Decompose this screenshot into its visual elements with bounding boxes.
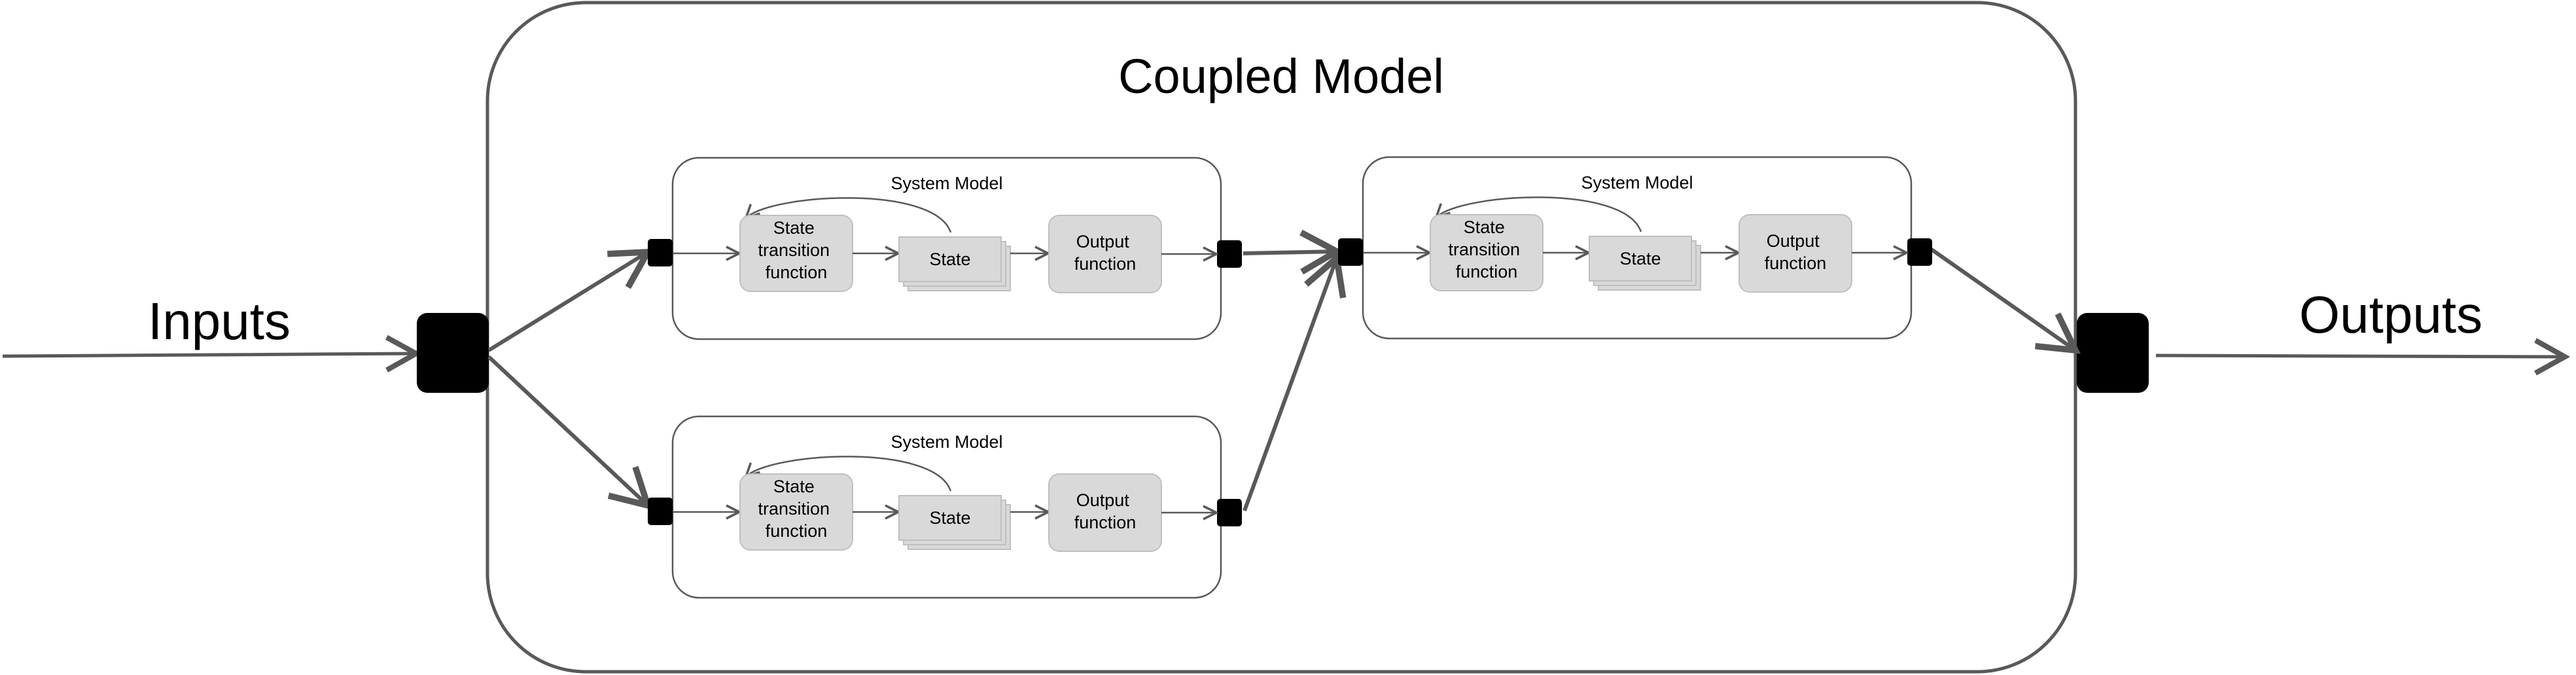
output-function-label: Output function [1074, 232, 1137, 274]
coupling-sm1-to-sm3 [1243, 229, 1343, 275]
feedback-arrow [1436, 196, 1642, 232]
system-model-2: System Model State transition function S… [648, 415, 1242, 599]
coupling-sm2-to-sm3 [1243, 251, 1347, 512]
output-port [1907, 238, 1932, 266]
coupling-in-to-sm1 [487, 248, 654, 352]
system-model-title: System Model [891, 173, 1002, 193]
system-model-1: System Model State transition function S… [648, 156, 1242, 340]
coupling-in-to-sm2 [487, 355, 653, 510]
state-label: State [1619, 249, 1661, 268]
state-label: State [929, 508, 970, 528]
state-transition-label: State transition function [758, 477, 834, 541]
system-model-title: System Model [891, 432, 1002, 452]
state-box [898, 495, 1002, 541]
system-model-title: System Model [1581, 173, 1693, 192]
inputs-arrow [2, 335, 422, 373]
input-port [1338, 238, 1363, 266]
input-port [648, 239, 673, 266]
outputs-arrow [2155, 338, 2571, 376]
input-port [648, 498, 673, 525]
output-port [1217, 499, 1242, 526]
inputs-label: Inputs [148, 292, 291, 350]
system-model-3: System Model State transition function S… [1338, 156, 1932, 340]
coupled-model-title: Coupled Model [1118, 49, 1444, 103]
state-transition-label: State transition function [758, 218, 834, 282]
coupling-sm3-to-out [1930, 247, 2081, 354]
outputs-label: Outputs [2299, 285, 2482, 344]
coupled-output-port [2077, 313, 2149, 393]
output-function-label: Output function [1074, 490, 1137, 532]
state-transition-label: State transition function [1448, 217, 1525, 282]
coupled-input-port [417, 313, 489, 393]
feedback-arrow [746, 456, 952, 492]
output-function-label: Output function [1765, 231, 1827, 273]
state-box [1589, 236, 1692, 282]
feedback-arrow [746, 197, 952, 233]
output-port [1217, 240, 1242, 268]
state-box [898, 236, 1002, 282]
state-label: State [929, 249, 970, 269]
